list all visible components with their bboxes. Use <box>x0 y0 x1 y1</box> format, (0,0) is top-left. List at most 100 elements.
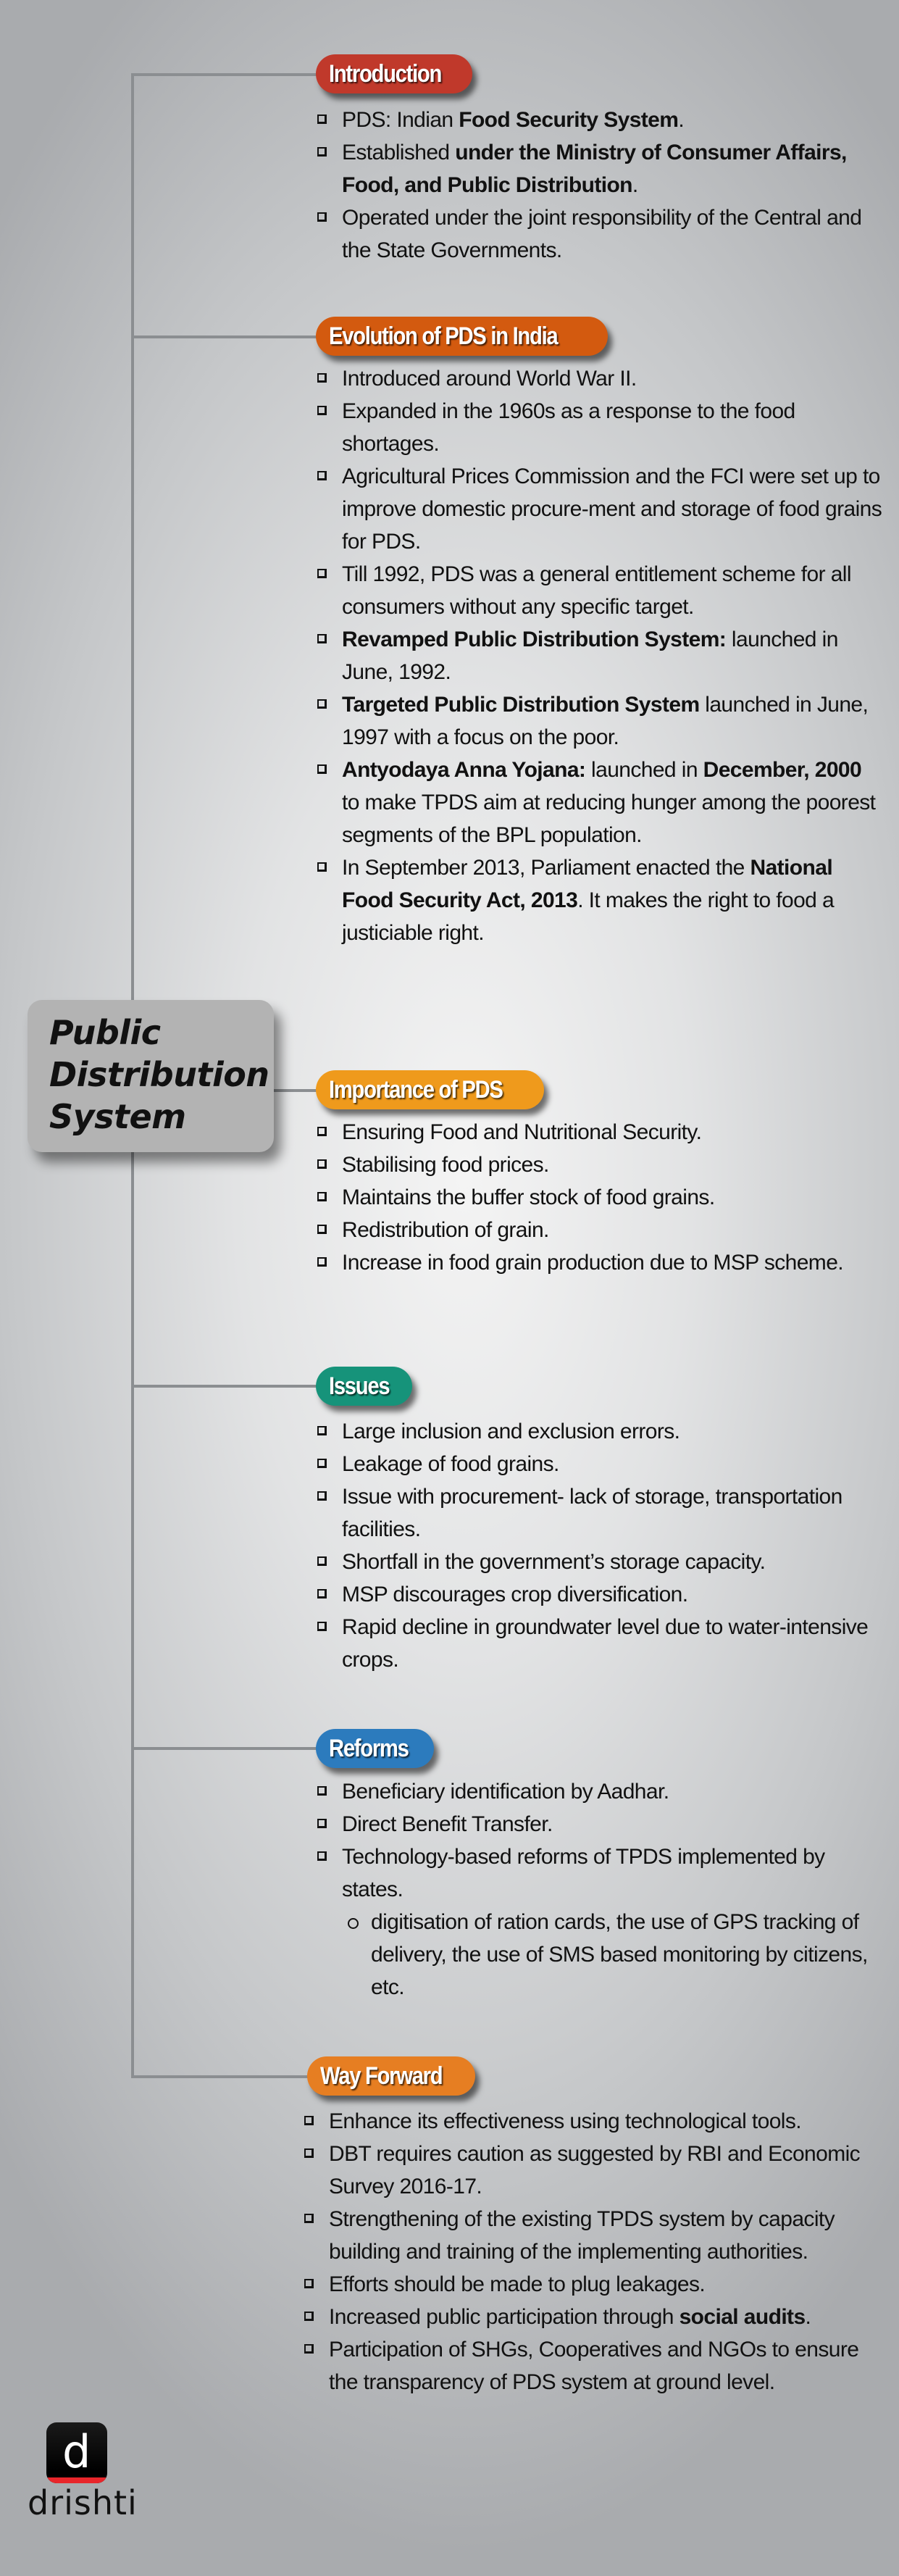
square-bullet-icon <box>317 1491 327 1501</box>
item-text: launched in June, 1997 with a focus on t… <box>342 693 869 749</box>
list-item: Till 1992, PDS was a general entitlement… <box>317 558 882 623</box>
item-text: Issue with procurement- lack of storage,… <box>342 1485 842 1541</box>
section-label-way-forward: Way Forward <box>307 2056 475 2096</box>
list-item: Enhance its effectiveness using technolo… <box>304 2105 869 2138</box>
list-item: Increase in food grain production due to… <box>317 1246 882 1279</box>
square-bullet-icon <box>317 1159 327 1169</box>
item-text: Technology-based reforms of TPDS impleme… <box>342 1845 825 1901</box>
list-item: Ensuring Food and Nutritional Security. <box>317 1116 882 1149</box>
central-topic-line-1: Public <box>49 1013 161 1052</box>
square-bullet-icon <box>304 2116 314 2125</box>
square-bullet-icon <box>317 1589 327 1598</box>
section-label-text: Reforms <box>329 1734 409 1762</box>
logo-red-bar <box>46 2477 107 2483</box>
bold-text: Food Security System <box>459 108 679 132</box>
item-text: Ensuring Food and Nutritional Security. <box>342 1120 702 1144</box>
list-item: Direct Benefit Transfer. <box>317 1808 882 1841</box>
section-label-text: Importance of PDS <box>329 1075 503 1104</box>
square-bullet-icon <box>317 1192 327 1201</box>
connector-reforms <box>131 1747 319 1750</box>
introduction-list: PDS: Indian Food Security System. Establi… <box>317 104 882 267</box>
section-label-issues: Issues <box>316 1367 412 1406</box>
list-item: Increased public participation through s… <box>304 2301 869 2333</box>
square-bullet-icon <box>317 1426 327 1435</box>
item-text: . <box>632 173 638 197</box>
drishti-logo-mark-icon: d <box>46 2422 107 2483</box>
square-bullet-icon <box>317 1459 327 1468</box>
square-bullet-icon <box>317 471 327 480</box>
list-item: MSP discourages crop diversification. <box>317 1578 882 1611</box>
square-bullet-icon <box>304 2214 314 2223</box>
way-forward-list: Enhance its effectiveness using technolo… <box>304 2105 869 2398</box>
section-label-evolution: Evolution of PDS in India <box>316 317 608 356</box>
list-item: Introduced around World War II. <box>317 362 882 395</box>
logo-wordmark: drishti <box>28 2483 138 2522</box>
square-bullet-icon <box>317 1819 327 1828</box>
item-text: launched in <box>585 758 703 782</box>
section-label-importance: Importance of PDS <box>316 1070 544 1109</box>
square-bullet-icon <box>317 1622 327 1631</box>
square-bullet-icon <box>317 212 327 222</box>
item-text: Increase in food grain production due to… <box>342 1251 844 1275</box>
item-text: to make TPDS aim at reducing hunger amon… <box>342 791 876 847</box>
list-item: Revamped Public Distribution System: lau… <box>317 623 882 688</box>
importance-list: Ensuring Food and Nutritional Security.S… <box>317 1116 882 1279</box>
list-item: Targeted Public Distribution System laun… <box>317 688 882 754</box>
item-text: Expanded in the 1960s as a response to t… <box>342 399 795 456</box>
central-topic-box: Public Distribution System <box>28 1000 274 1152</box>
item-text: Leakage of food grains. <box>342 1452 559 1476</box>
bold-text: Antyodaya Anna Yojana: <box>342 758 586 782</box>
section-label-text: Evolution of PDS in India <box>329 322 559 350</box>
square-bullet-icon <box>317 114 327 124</box>
square-bullet-icon <box>304 2344 314 2354</box>
item-text: Increased public participation through <box>329 2305 680 2329</box>
connector-way-forward <box>131 2075 312 2078</box>
bold-text: Targeted Public Distribution System <box>342 693 700 717</box>
bold-text: Revamped Public Distribution System: <box>342 628 727 651</box>
item-text: Rapid decline in groundwater level due t… <box>342 1615 869 1672</box>
square-bullet-icon <box>317 764 327 774</box>
square-bullet-icon <box>317 699 327 709</box>
item-text: Introduced around World War II. <box>342 367 637 391</box>
bold-text: National Food Security Act, 2013 <box>342 856 833 912</box>
section-label-text: Way Forward <box>320 2062 443 2090</box>
square-bullet-icon <box>317 1786 327 1796</box>
item-text: Shortfall in the government’s storage ca… <box>342 1550 766 1574</box>
section-label-reforms: Reforms <box>316 1729 435 1768</box>
section-label-text: Introduction <box>329 59 442 88</box>
bold-text: December, 2000 <box>703 758 862 782</box>
issues-list: Large inclusion and exclusion errors. Lea… <box>317 1415 882 1676</box>
square-bullet-icon <box>317 1851 327 1861</box>
connector-introduction <box>131 73 319 76</box>
list-item: Shortfall in the government’s storage ca… <box>317 1546 882 1578</box>
list-item: Antyodaya Anna Yojana: launched in Decem… <box>317 754 882 851</box>
square-bullet-icon <box>317 569 327 578</box>
evolution-list: Introduced around World War II. Expanded … <box>317 362 882 949</box>
item-text: PDS: Indian <box>342 108 459 132</box>
list-item: Participation of SHGs, Cooperatives and … <box>304 2333 869 2398</box>
circle-bullet-icon <box>348 1918 359 1929</box>
list-item: PDS: Indian Food Security System. <box>317 104 882 136</box>
square-bullet-icon <box>317 1225 327 1234</box>
item-text: Participation of SHGs, Cooperatives and … <box>329 2338 859 2394</box>
square-bullet-icon <box>317 373 327 383</box>
square-bullet-icon <box>317 1257 327 1267</box>
list-item: digitisation of ration cards, the use of… <box>317 1906 882 2004</box>
square-bullet-icon <box>317 634 327 643</box>
item-text: Efforts should be made to plug leakages. <box>329 2272 706 2296</box>
list-item: Strengthening of the existing TPDS syste… <box>304 2203 869 2268</box>
square-bullet-icon <box>317 406 327 415</box>
item-text: Beneficiary identification by Aadhar. <box>342 1780 669 1804</box>
reforms-list: Beneficiary identification by Aadhar. Dir… <box>317 1775 882 2004</box>
logo-letter: d <box>62 2425 91 2478</box>
item-text: . <box>678 108 685 132</box>
item-text: Direct Benefit Transfer. <box>342 1812 553 1836</box>
item-text: Enhance its effectiveness using technolo… <box>329 2109 802 2133</box>
list-item: DBT requires caution as suggested by RBI… <box>304 2138 869 2203</box>
list-item: Technology-based reforms of TPDS impleme… <box>317 1841 882 1906</box>
square-bullet-icon <box>317 1127 327 1136</box>
item-text: MSP discourages crop diversification. <box>342 1583 688 1606</box>
item-text: Established <box>342 141 456 164</box>
item-text: Agricultural Prices Commission and the F… <box>342 464 882 554</box>
list-item: Large inclusion and exclusion errors. <box>317 1415 882 1448</box>
